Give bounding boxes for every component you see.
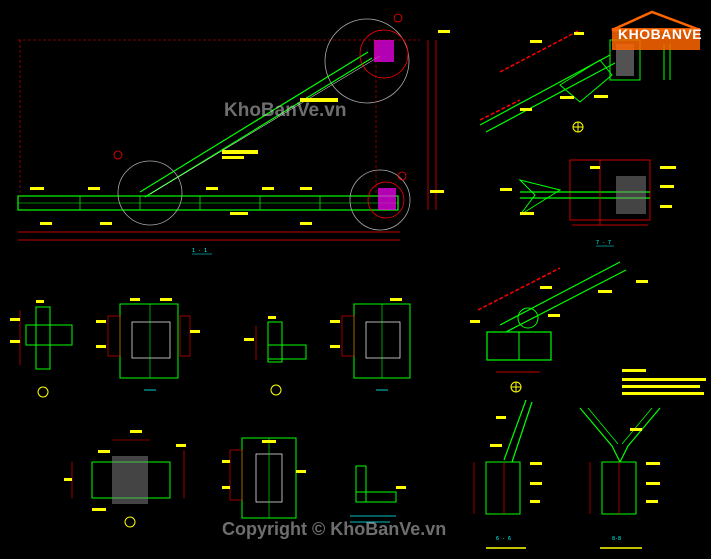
detail-plate-a xyxy=(10,300,73,398)
middle-right-support-detail xyxy=(470,261,648,393)
detail-plate-b xyxy=(96,298,200,391)
notes-block xyxy=(622,369,706,395)
detail-angle-c xyxy=(244,316,307,396)
section-7-7-detail: 7 - 7 xyxy=(500,159,676,247)
section-8-8-label: 8-8 xyxy=(612,536,621,542)
copyright-watermark: Copyright © KhoBanVe.vn xyxy=(222,519,447,539)
detail-plate-d xyxy=(330,298,411,391)
section-6-6-detail: 6 - 6 xyxy=(473,399,542,549)
detail-angle-g xyxy=(350,465,406,523)
section-7-7-label: 7 - 7 xyxy=(596,240,611,246)
logo-wordmark: KHOBANVE xyxy=(618,26,703,42)
detail-plate-f xyxy=(222,437,306,519)
section-1-1-label: 1 - 1 xyxy=(192,248,207,254)
section-8-8-detail: 8-8 xyxy=(579,407,661,549)
center-watermark: KhoBanVe.vn xyxy=(224,100,347,121)
logo-house-icon xyxy=(611,10,701,50)
main-truss-elevation: 1 - 1 xyxy=(17,13,450,255)
detail-bolted-e xyxy=(64,430,186,528)
section-6-6-label: 6 - 6 xyxy=(496,536,511,542)
top-right-connection-detail xyxy=(479,29,671,133)
